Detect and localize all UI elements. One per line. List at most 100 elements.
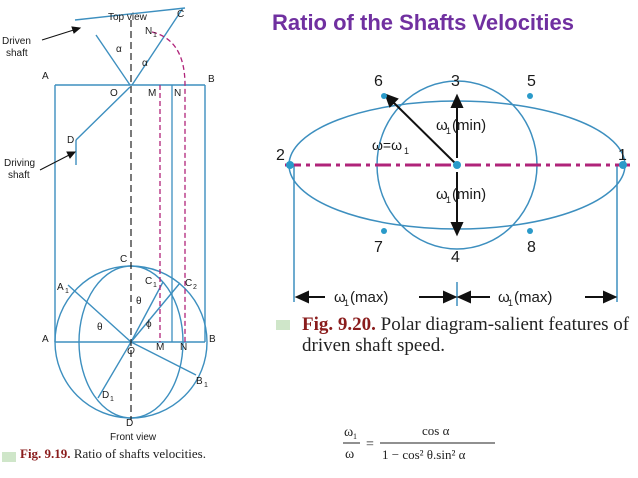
label-omega-eq-sub: 1	[404, 146, 409, 156]
point-1	[619, 161, 627, 169]
caption-fig-9-20: Fig. 9.20. Polar diagram-salient feature…	[302, 314, 632, 356]
label-N1-sub: 1	[153, 32, 157, 39]
label-M-front: M	[156, 342, 164, 353]
label-D-top: D	[67, 135, 74, 146]
caption-marker-920	[276, 320, 290, 330]
label-w1min-top-sub: 1	[446, 126, 451, 136]
radius-A1	[67, 284, 132, 343]
label-front-view: Front view	[110, 432, 157, 443]
label-phi: ϕ	[146, 319, 152, 330]
label-w1min-bot-rest: (min)	[452, 186, 486, 203]
caption-920-text: Polar diagram-salient features of driven…	[302, 314, 630, 356]
label-M-top: M	[148, 88, 156, 99]
label-B-top: B	[208, 74, 215, 85]
label-D1-sub: 1	[110, 396, 114, 403]
label-theta-2: θ	[97, 322, 103, 333]
point-6	[381, 93, 387, 99]
label-w1max-left: ω	[334, 289, 346, 306]
label-point-5: 5	[527, 73, 536, 90]
label-C2: C	[185, 278, 192, 289]
polar-labels: 1 2 3 4 5 6 7 8 ω=ω 1 ω 1 (min) ω 1 (min…	[276, 73, 627, 308]
caption-919-number: Fig. 9.19.	[20, 446, 71, 461]
driving-shaft-line	[75, 86, 131, 141]
driven-shaft-line	[74, 7, 186, 21]
omega-radius-arrow	[390, 99, 458, 166]
label-w1max-right-rest: (max)	[514, 289, 552, 306]
projection-N	[151, 31, 186, 342]
label-point-6: 6	[374, 73, 383, 90]
formula-lhs-den: ω	[345, 447, 354, 462]
point-8	[527, 228, 533, 234]
label-driving-line1: Driving	[4, 158, 35, 169]
dashed-projection-lines	[151, 31, 186, 342]
label-C1: C	[145, 276, 152, 287]
label-w1min-bot-sub: 1	[446, 195, 451, 205]
label-alpha-1: α	[116, 44, 122, 55]
point-centre	[453, 161, 461, 169]
label-w1max-right: ω	[498, 289, 510, 306]
label-alpha-2: α	[142, 58, 148, 69]
label-A-top: A	[42, 71, 49, 82]
w-max-mid-head-1	[443, 290, 458, 304]
label-driven-line2: shaft	[6, 48, 28, 59]
driven-shaft-axis	[131, 7, 184, 86]
label-omega-eq: ω=ω	[372, 137, 402, 153]
label-A1: A	[57, 282, 64, 293]
label-driven-line1: Driven	[2, 36, 31, 47]
w-max-right-head	[603, 290, 618, 304]
label-C1-sub: 1	[153, 282, 157, 289]
label-point-2: 2	[276, 147, 285, 164]
fig919-labels: Top view Driven shaft Driving shaft Fron…	[2, 9, 216, 443]
velocity-ratio-formula: ω 1 ω = cos α 1 − cos² θ.sin² α	[343, 423, 495, 462]
point-2	[286, 161, 294, 169]
label-point-8: 8	[527, 239, 536, 256]
polar-points	[286, 93, 627, 234]
label-point-4: 4	[451, 249, 460, 266]
label-C-top: C	[177, 9, 184, 20]
label-O-top: O	[110, 88, 118, 99]
label-w1min-bot: ω	[436, 186, 448, 203]
label-w1min-top: ω	[436, 117, 448, 134]
radius-B1	[130, 341, 197, 376]
label-D-front: D	[126, 418, 133, 429]
label-top-view: Top view	[108, 12, 148, 23]
label-point-3: 3	[451, 73, 460, 90]
label-theta-1: θ	[136, 296, 142, 307]
label-B1: B	[196, 376, 203, 387]
label-A1-sub: 1	[65, 288, 69, 295]
formula-rhs-den: 1 − cos² θ.sin² α	[382, 447, 466, 462]
caption-920-number: Fig. 9.20.	[302, 314, 376, 335]
w-min-top-head	[450, 93, 464, 108]
driven-yoke-line	[95, 34, 131, 86]
label-N1: N	[145, 26, 152, 37]
omega-radius-head	[384, 93, 399, 108]
label-point-1: 1	[618, 147, 627, 164]
caption-marker-919	[2, 452, 16, 462]
formula-lhs-num-sub: 1	[353, 432, 357, 441]
caption-fig-9-19: Fig. 9.19. Ratio of shafts velocities.	[20, 446, 230, 461]
label-O-front: O	[127, 346, 135, 357]
label-C2-sub: 2	[193, 284, 197, 291]
formula-lhs-num: ω	[344, 425, 353, 440]
label-w1max-left-rest: (max)	[350, 289, 388, 306]
label-point-7: 7	[374, 239, 383, 256]
point-7	[381, 228, 387, 234]
label-C-front: C	[120, 254, 127, 265]
label-D1: D	[102, 390, 109, 401]
label-A-front: A	[42, 334, 49, 345]
formula-rhs-num: cos α	[422, 423, 450, 438]
driven-arrowhead	[71, 26, 82, 34]
w-min-bot-head	[450, 222, 464, 237]
formula-equals: =	[366, 437, 374, 452]
label-driving-line2: shaft	[8, 170, 30, 181]
label-w1max-right-sub: 1	[508, 298, 513, 308]
slide-title: Ratio of the Shafts Velocities	[272, 10, 574, 35]
label-B-front: B	[209, 334, 216, 345]
polar-arrows	[294, 93, 618, 304]
driving-arrowhead	[66, 151, 77, 159]
label-N-top: N	[174, 88, 181, 99]
caption-919-text: Ratio of shafts velocities.	[73, 446, 206, 461]
label-w1min-top-rest: (min)	[452, 117, 486, 134]
fig919-arrows	[39, 26, 82, 171]
